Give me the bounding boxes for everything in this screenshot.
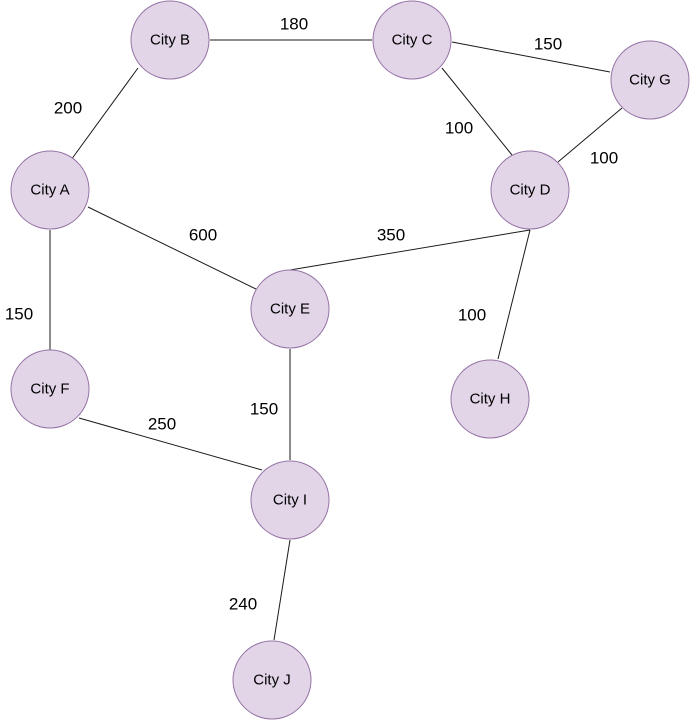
city-node-h-label: City H	[470, 391, 511, 408]
edge-d-e	[289, 229, 531, 271]
edge-g-d	[557, 107, 623, 163]
edge-c-g	[451, 41, 611, 73]
city-node-e-circle	[250, 269, 330, 349]
edge-weight-c-d: 100	[445, 119, 473, 138]
city-node-j-label: City J	[253, 672, 291, 689]
edge-d-h	[497, 229, 531, 360]
city-node-f: City F	[10, 349, 90, 429]
city-node-j-circle	[232, 640, 312, 720]
city-node-g-circle	[610, 40, 690, 120]
city-node-i-label: City I	[273, 492, 307, 509]
city-node-e: City E	[250, 269, 330, 349]
edge-c-d	[441, 67, 513, 156]
city-node-g-label: City G	[629, 72, 671, 89]
city-node-d-circle	[490, 150, 570, 230]
city-node-c-label: City C	[392, 32, 433, 49]
city-node-j: City J	[232, 640, 312, 720]
city-node-h: City H	[450, 359, 530, 439]
edge-f-i	[78, 417, 263, 471]
city-node-b-label: City B	[150, 32, 190, 49]
city-node-a-label: City A	[30, 182, 69, 199]
edge-layer	[49, 39, 623, 641]
city-node-h-circle	[450, 359, 530, 439]
edge-a-e	[87, 206, 259, 291]
weight-layer: 200 180 150 100 100 600 350 150 100 150 …	[5, 15, 618, 614]
edge-weight-e-i: 150	[250, 400, 278, 419]
node-layer: City B City C City G City A City D City …	[10, 0, 690, 720]
edge-weight-c-g: 150	[534, 35, 562, 54]
city-node-f-label: City F	[30, 381, 69, 398]
city-node-g: City G	[610, 40, 690, 120]
edge-weight-g-d: 100	[590, 149, 618, 168]
city-node-f-circle	[10, 349, 90, 429]
edge-weight-d-h: 100	[458, 306, 486, 325]
edge-weight-d-e: 350	[377, 226, 405, 245]
edge-i-j	[273, 539, 291, 641]
city-node-e-label: City E	[270, 301, 310, 318]
edge-weight-b-c: 180	[280, 15, 308, 34]
city-node-b-circle	[130, 0, 210, 80]
edge-weight-a-f: 150	[5, 305, 33, 324]
city-node-c: City C	[372, 0, 452, 80]
city-node-a-circle	[10, 150, 90, 230]
edge-weight-i-j: 240	[229, 595, 257, 614]
city-node-i: City I	[250, 460, 330, 540]
city-node-d: City D	[490, 150, 570, 230]
edge-weight-a-b: 200	[54, 99, 82, 118]
city-node-d-label: City D	[510, 182, 551, 199]
edge-weight-a-e: 600	[189, 226, 217, 245]
city-node-i-circle	[250, 460, 330, 540]
city-node-a: City A	[10, 150, 90, 230]
city-node-c-circle	[372, 0, 452, 80]
edge-a-b	[70, 67, 139, 161]
city-node-b: City B	[130, 0, 210, 80]
edge-weight-f-i: 250	[148, 415, 176, 434]
